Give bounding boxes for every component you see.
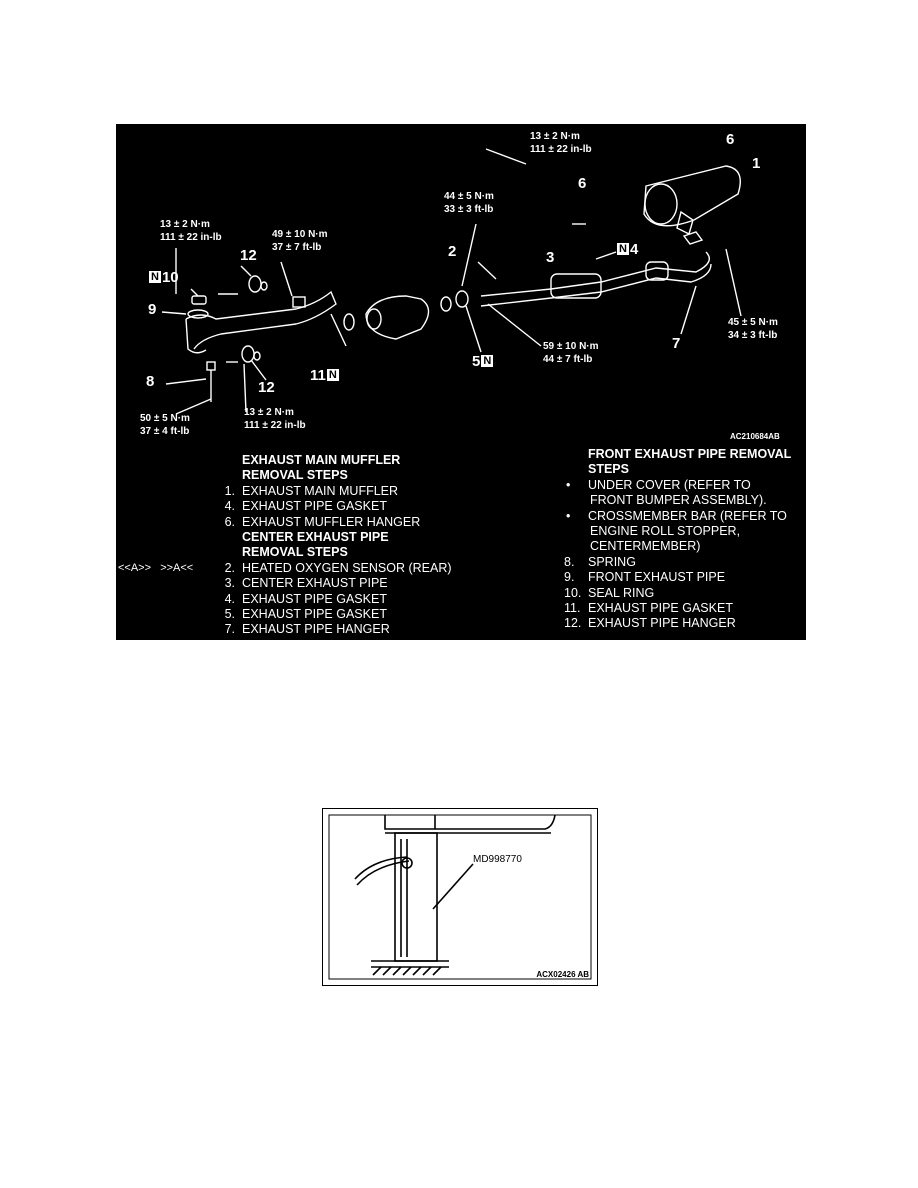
callout-8: 8 [146,373,155,390]
heading-muffler: EXHAUST MAIN MUFFLER [242,453,401,467]
n-new-part-badge: N [617,243,629,255]
callout-7: 7 [672,335,681,352]
bullet-item: •UNDER COVER (REFER TO [566,477,751,492]
callout-12-bottom: 12 [258,379,275,396]
step-item: <<A>> >>A<<2.HEATED OXYGEN SENSOR (REAR) [118,560,452,575]
step-item: 3.CENTER EXHAUST PIPE [224,576,388,591]
callout-6: 6 [726,131,735,148]
procedure-marker: <<A>> >>A<< [118,561,194,574]
callout-3: 3 [546,249,555,266]
callout-9: 9 [148,301,157,318]
callout-6-left: 6 [578,175,587,192]
left-removal-steps: EXHAUST MAIN MUFFLER REMOVAL STEPS 1.EXH… [118,453,452,637]
right-removal-steps: FRONT EXHAUST PIPE REMOVAL STEPS •UNDER … [564,447,792,631]
step-item: 9.FRONT EXHAUST PIPE [564,570,726,585]
tool-number-label: MD998770 [473,854,522,865]
step-item: 8.SPRING [564,554,636,569]
tool-drawing [328,814,592,980]
step-item: 11.EXHAUST PIPE GASKET [564,601,733,616]
step-item: 5.EXHAUST PIPE GASKET [224,607,387,622]
callout-1: 1 [752,155,761,172]
heading-center-pipe: CENTER EXHAUST PIPE [242,530,389,545]
step-item: 4.EXHAUST PIPE GASKET [224,591,387,606]
bullet-item: •CROSSMEMBER BAR (REFER TO [566,508,787,523]
step-item: 1.EXHAUST MAIN MUFFLER [224,483,399,498]
step-item: 12.EXHAUST PIPE HANGER [564,616,736,631]
callout-12-top: 12 [240,247,257,264]
step-item: 4.EXHAUST PIPE GASKET [224,499,387,514]
exhaust-system-drawing [161,148,742,415]
figure-code: ACX02426 AB [536,970,589,979]
figure-code: AC210684AB [730,432,780,441]
step-item: 10.SEAL RING [564,585,655,600]
step-item: 7.EXHAUST PIPE HANGER [224,622,390,637]
callout-2: 2 [448,243,457,260]
step-item: 6.EXHAUST MUFFLER HANGER [224,514,421,529]
special-tool-diagram: MD998770 ACX02426 AB [322,808,598,986]
